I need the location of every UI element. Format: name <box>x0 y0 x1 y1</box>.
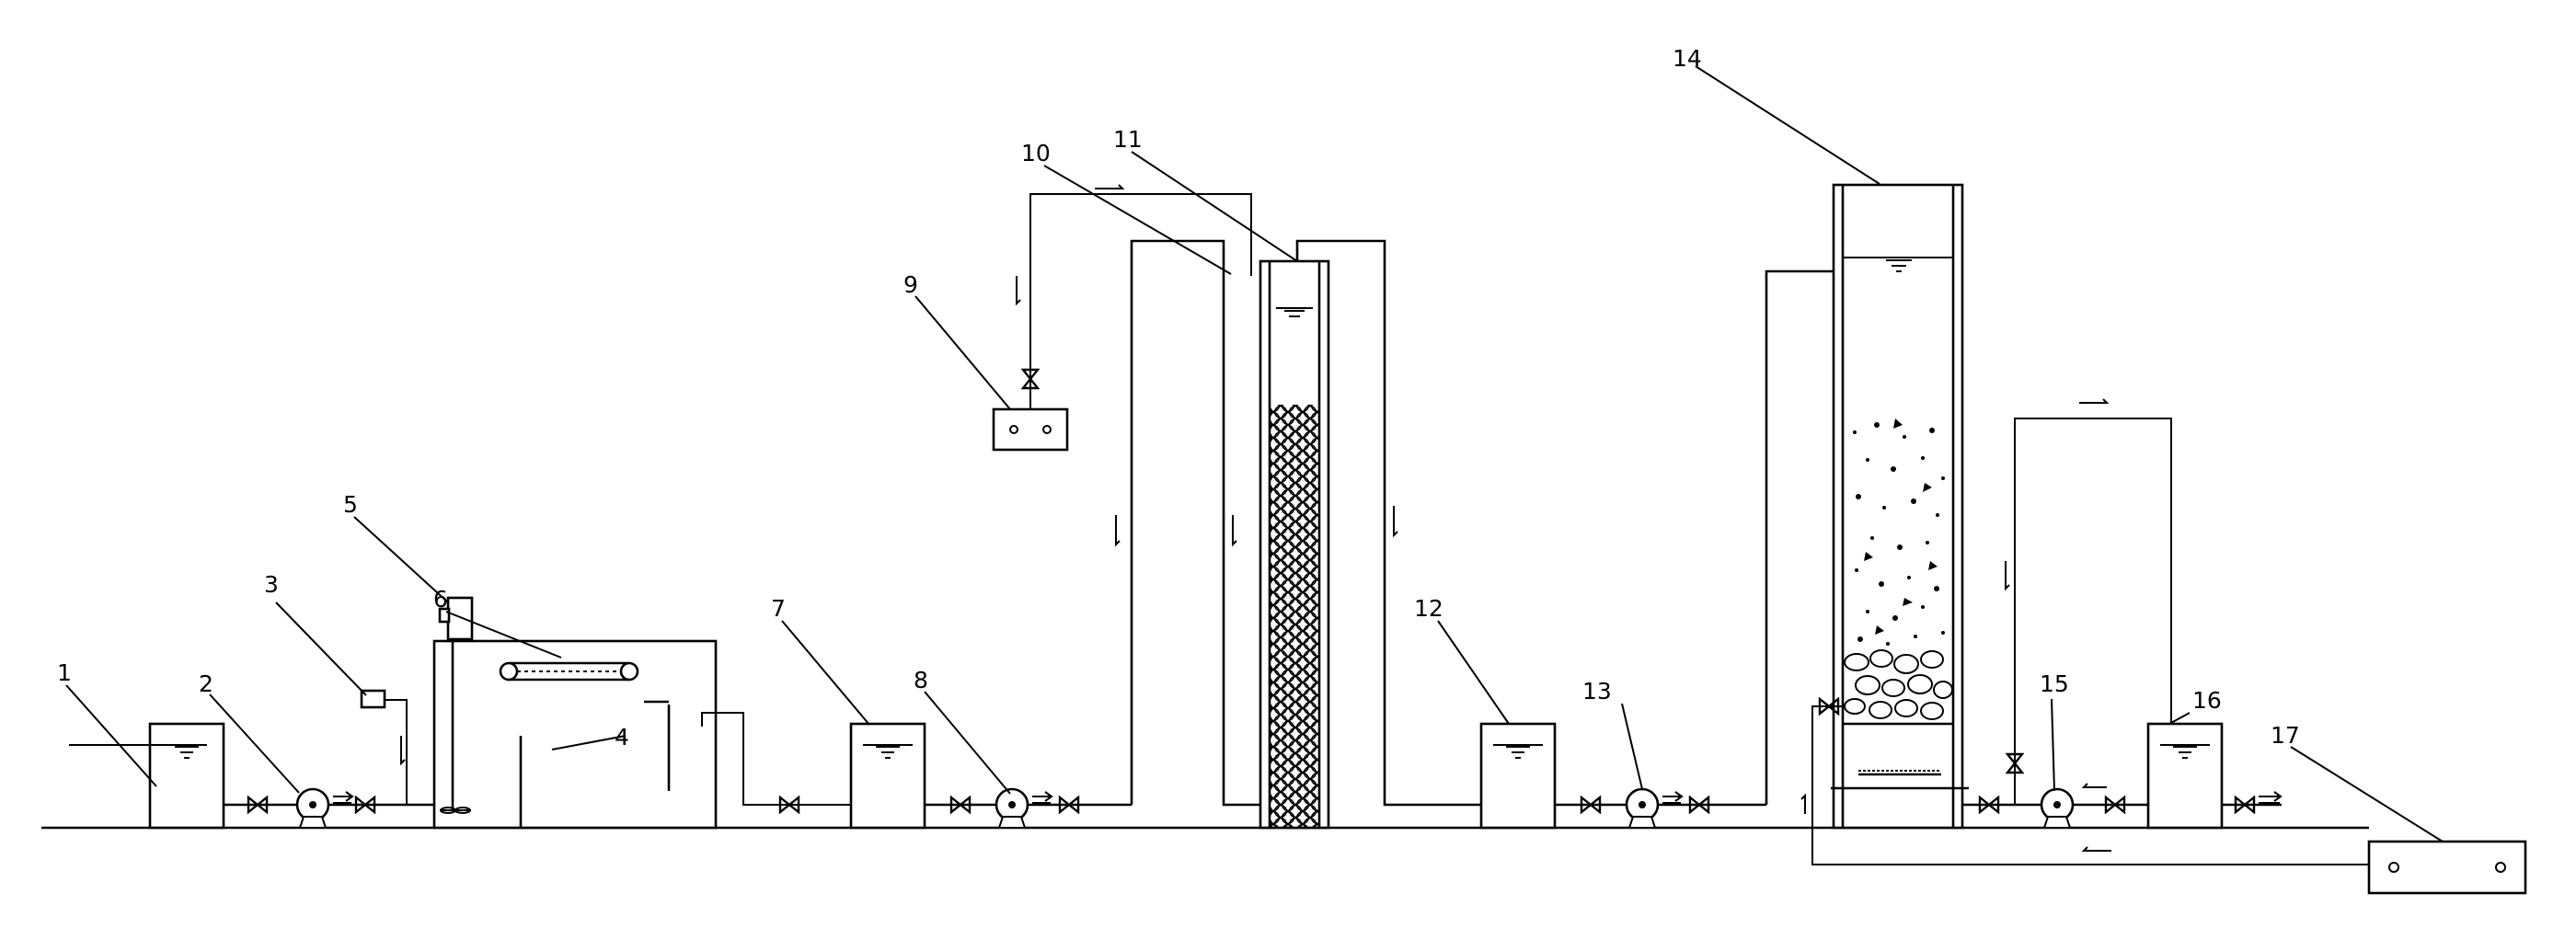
intermediate-tank-2 <box>1479 722 1557 830</box>
leader-lines <box>65 65 2444 842</box>
label-1: 1 <box>57 659 72 686</box>
raw-water-tank <box>69 722 225 830</box>
ozone-generator <box>992 407 1069 452</box>
label-4: 4 <box>615 724 629 750</box>
label-3: 3 <box>264 571 279 598</box>
label-17: 17 <box>2271 722 2300 749</box>
label-5: 5 <box>343 491 358 518</box>
backwash-pump[interactable] <box>2040 787 2075 829</box>
label-2: 2 <box>199 670 213 697</box>
activated-carbon-column <box>1259 259 1330 830</box>
label-6: 6 <box>433 586 448 613</box>
lift-pump-2[interactable] <box>1625 787 1660 829</box>
lift-pump-1[interactable] <box>995 787 1029 829</box>
label-12: 12 <box>1414 595 1443 622</box>
label-9: 9 <box>903 271 918 298</box>
biofilter-column <box>1831 183 1969 830</box>
label-15: 15 <box>2040 670 2069 697</box>
conveyor-scraper <box>499 661 639 682</box>
label-8: 8 <box>914 667 928 693</box>
stirrer-motor <box>438 596 474 641</box>
coagulation-sedimentation-tank <box>432 639 718 830</box>
intermediate-tank-1 <box>849 722 926 830</box>
label-14: 14 <box>1673 45 1702 72</box>
label-11: 11 <box>1113 126 1143 153</box>
label-7: 7 <box>771 595 786 622</box>
feed-pump[interactable] <box>295 787 330 829</box>
label-16: 16 <box>2192 687 2222 714</box>
chemical-dosing-device <box>360 689 408 805</box>
label-13: 13 <box>1582 678 1612 705</box>
air-blower <box>2367 840 2527 895</box>
label-10: 10 <box>1021 140 1051 166</box>
product-water-tank <box>2146 722 2224 830</box>
